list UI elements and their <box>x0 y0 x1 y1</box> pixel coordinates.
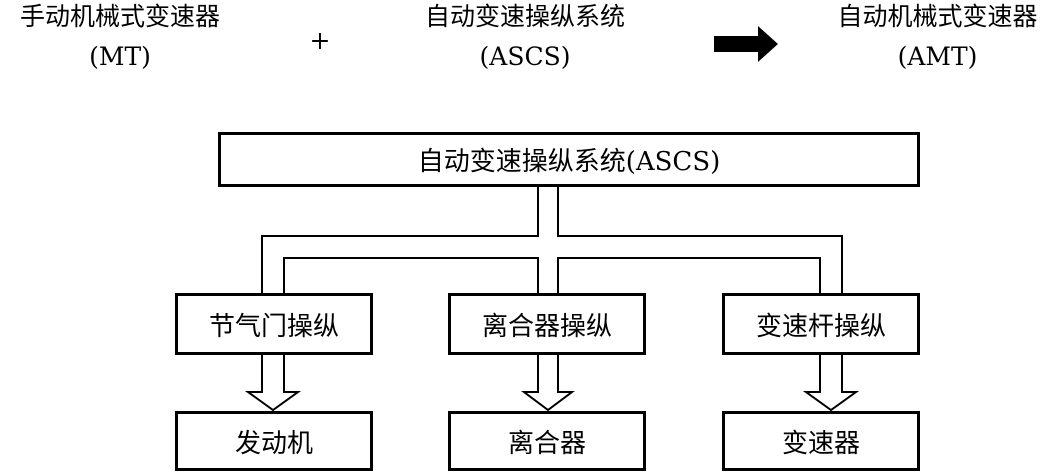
clutch-control-box: 离合器操纵 <box>448 293 646 355</box>
gearshift-control-box: 变速杆操纵 <box>722 293 920 355</box>
ascs-system-box: 自动变速操纵系统(ASCS) <box>218 132 920 187</box>
throttle-control-box: 节气门操纵 <box>175 293 373 355</box>
amt-name: 自动机械式变速器 <box>837 2 1038 31</box>
engine-box: 发动机 <box>175 411 373 471</box>
amt-abbr: (AMT) <box>897 42 978 71</box>
mt-abbr: (MT) <box>89 42 151 71</box>
mt-name: 手动机械式变速器 <box>19 2 220 31</box>
transmission-box: 变速器 <box>722 411 920 471</box>
ascs-name: 自动变速操纵系统 <box>424 2 625 31</box>
clutch-box: 离合器 <box>448 411 646 471</box>
ascs-abbr: (ASCS) <box>479 42 571 71</box>
arrow-right-icon <box>714 26 778 62</box>
plus-sign: + <box>309 26 331 55</box>
